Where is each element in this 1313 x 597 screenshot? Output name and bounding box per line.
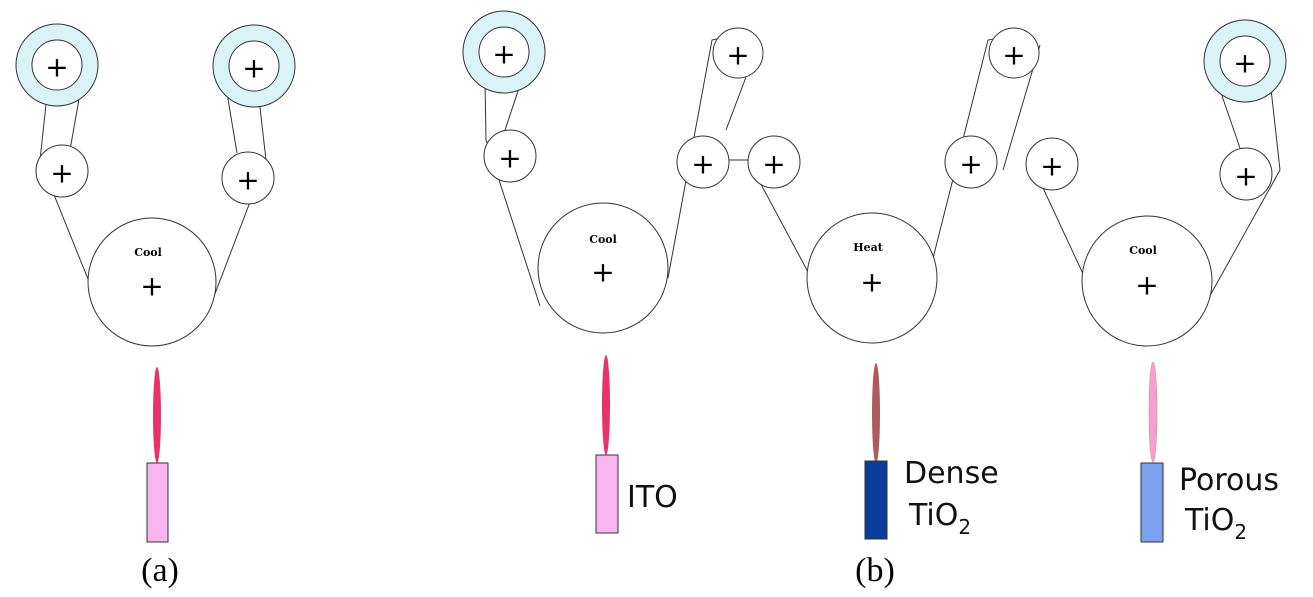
plus-icon: + [1234,160,1257,193]
idler-roll-b-4: + [944,135,998,189]
idler-roll-a-right: + [221,151,275,205]
idler-roll-b-1: + [483,129,537,183]
sputter-target-dense-tio2 [864,460,888,540]
plus-icon: + [860,266,883,299]
sputter-target-porous-tio2 [1140,462,1164,543]
reel-unwind-b: + [462,10,546,94]
drum-label: Heat [853,241,884,254]
sputter-target-ito [595,454,619,534]
idler-roll-b-5: + [1025,137,1079,191]
idler-roll-b-top-2: + [988,27,1040,79]
plus-icon: + [498,142,521,175]
drum-b-2: Heat + [806,212,938,344]
target-label-tio2-porous: TiO2 [1184,503,1247,544]
idler-roll-b-3: + [747,135,801,189]
drum-b-1: Cool + [537,202,669,334]
target-label-dense: Dense [904,456,999,491]
panel-a: + + + + Cool + (a) [15,23,296,589]
plasma-plume-b-1 [602,355,610,455]
drum-b-3: Cool + [1081,215,1213,347]
drum-label: Cool [134,246,162,259]
idler-roll-b-6: + [1219,147,1273,201]
plus-icon: + [492,38,515,71]
drum-a: Cool + [87,217,217,347]
plus-icon: + [45,51,68,84]
drum-label: Cool [1129,244,1157,257]
drum-label: Cool [589,233,617,246]
reel-unwind-a: + [15,23,99,107]
plus-icon: + [762,148,785,181]
sputter-target-a [146,462,169,543]
plus-icon: + [959,148,982,181]
reel-rewind-b: + [1203,19,1287,103]
plus-icon: + [726,39,749,72]
reel-rewind-a: + [212,24,296,108]
target-label-porous: Porous [1179,463,1279,498]
plus-icon: + [140,270,163,303]
panel-caption-a: (a) [141,552,179,589]
plus-icon: + [691,148,714,181]
plus-icon: + [242,52,265,85]
target-label-tio2-dense: TiO2 [908,498,971,539]
plus-icon: + [1040,150,1063,183]
plasma-plume-b-2 [872,363,880,463]
plus-icon: + [50,157,73,190]
idler-roll-b-2: + [676,135,730,189]
panel-b: + + + + + + + + [462,10,1287,589]
plasma-plume-b-3 [1148,361,1158,463]
plus-icon: + [591,256,614,289]
panel-caption-b: (b) [855,552,895,589]
plus-icon: + [1135,269,1158,302]
plus-icon: + [1233,47,1256,80]
target-label-ito: ITO [627,480,678,515]
idler-roll-a-left: + [35,144,89,198]
plus-icon: + [236,164,259,197]
idler-roll-b-top-1: + [712,27,764,79]
plus-icon: + [1002,39,1025,72]
plasma-plume-a [153,367,161,463]
